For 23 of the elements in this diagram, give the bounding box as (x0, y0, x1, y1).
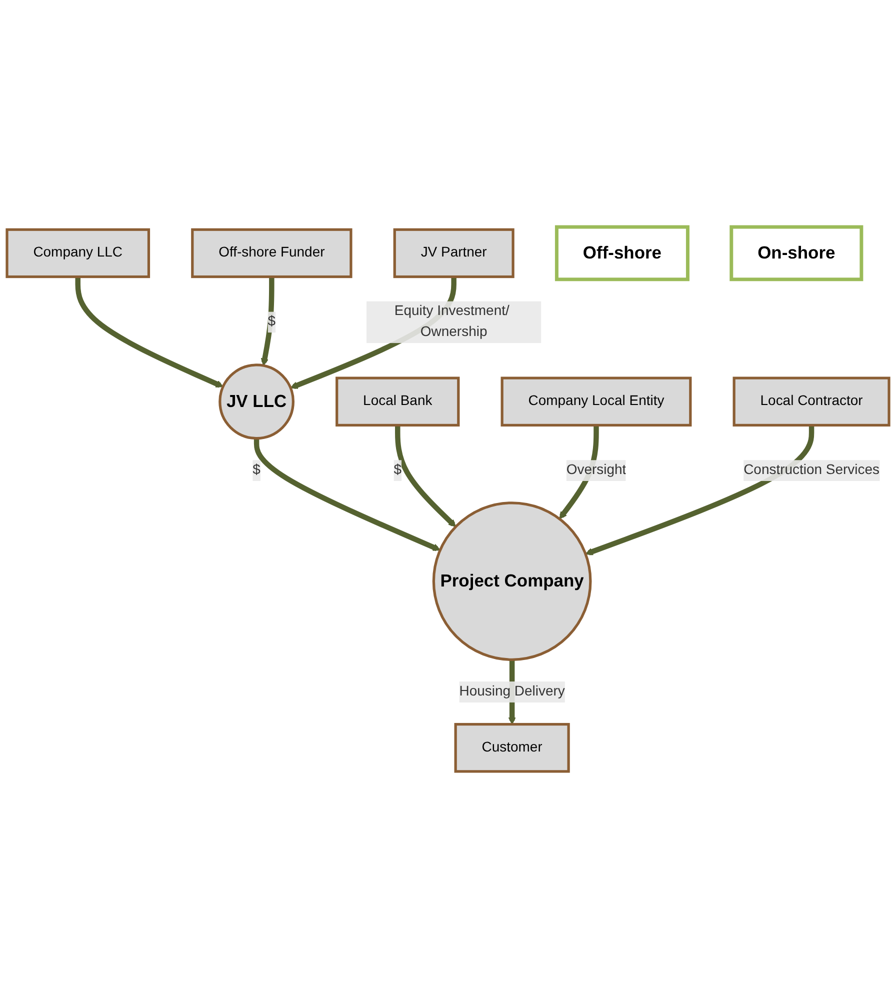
node-box: Off-shore (554, 225, 690, 281)
edge-label: $ (394, 462, 402, 478)
node-box: Local Contractor (732, 376, 890, 426)
arrow (585, 424, 814, 556)
node-box: Company Local Entity (500, 376, 692, 426)
node-box: On-shore (730, 225, 864, 281)
edge-label: $ (252, 462, 260, 478)
edge-label: Equity Investment/ Ownership (394, 304, 510, 340)
arrow (260, 276, 274, 366)
node-box: JV Partner (393, 228, 514, 278)
arrow (75, 276, 224, 388)
node-circle: Project Company (432, 501, 592, 661)
node-box: Company LLC (6, 228, 150, 278)
arrow (395, 424, 456, 527)
node-box: Local Bank (336, 376, 460, 426)
node-box: Customer (454, 722, 570, 773)
edge-label: $ (268, 314, 276, 329)
edge-label: Construction Services (744, 462, 880, 478)
node-box: Off-shore Funder (191, 228, 352, 278)
edge-label: Oversight (566, 462, 626, 478)
arrow (254, 438, 440, 551)
edge-label: Housing Delivery (459, 684, 565, 699)
node-circle: JV LLC (218, 363, 294, 440)
